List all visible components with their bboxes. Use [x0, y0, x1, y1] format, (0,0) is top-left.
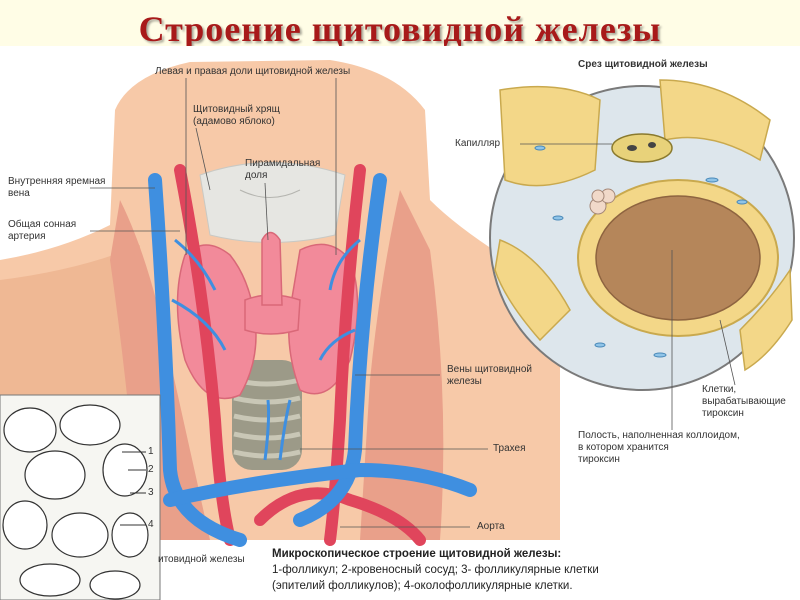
colloid-follicle: [577, 179, 779, 337]
pyramidal-lobe: [261, 231, 283, 306]
label-pyramidal-line1: Пирамидальная: [245, 158, 321, 169]
label-aorta: Аорта: [477, 521, 505, 532]
label-colloid-line1: Полость, наполненная коллоидом,: [578, 430, 740, 441]
veins: [148, 173, 477, 547]
label-veins-line2: железы: [447, 376, 482, 387]
micro-label-4: 4: [148, 519, 154, 530]
neck-muscle-right: [360, 190, 444, 540]
label-carotid-line2: артерия: [8, 231, 46, 242]
label-section-title: Срез щитовидной железы: [578, 59, 708, 70]
caption-line-2: (эпителий фолликулов); 4-околофолликуляр…: [272, 580, 573, 592]
leader-lines: [90, 78, 736, 528]
label-lobes: Левая и правая доли щитовидной железы: [155, 66, 351, 77]
capillary-vessel: [611, 133, 673, 163]
label-artery-partial: итовидной железы: [158, 554, 245, 565]
label-capillary: Капилляр: [455, 138, 501, 149]
micrograph-inset: [0, 394, 161, 600]
label-veins-line1: Вены щитовидной: [447, 364, 532, 375]
section-circle: [489, 79, 795, 391]
label-jugular-line2: вена: [8, 188, 30, 199]
label-cells-line1: Клетки,: [702, 384, 737, 395]
micro-label-1: 1: [148, 446, 154, 457]
label-carotid-line1: Общая сонная: [8, 219, 77, 230]
label-cartilage-line2: (адамово яблоко): [193, 116, 275, 127]
thyroid-cartilage: [199, 162, 346, 243]
label-pyramidal-line2: доля: [245, 170, 268, 181]
caption-heading: Микроскопическое строение щитовидной жел…: [272, 548, 562, 560]
label-jugular-line1: Внутренняя яремная: [8, 176, 106, 187]
thyroid-vein-branches: [171, 238, 361, 461]
label-cells-line2: вырабатывающие: [702, 396, 786, 407]
label-cells-line3: тироксин: [702, 408, 744, 419]
page-title: Строение щитовидной железы: [138, 9, 662, 49]
label-colloid-line2: в котором хранится: [578, 442, 669, 453]
caption-line-1: 1-фолликул; 2-кровеносный сосуд; 3- фолл…: [272, 564, 599, 576]
parafollicular-cells: [589, 188, 616, 215]
label-cartilage-line1: Щитовидный хрящ: [193, 104, 280, 115]
micro-label-3: 3: [148, 487, 154, 498]
micro-label-2: 2: [148, 464, 154, 475]
label-trachea: Трахея: [493, 443, 526, 454]
caption: Микроскопическое строение щитовидной жел…: [272, 546, 599, 594]
cartilage-notch: [239, 189, 301, 198]
label-colloid-line3: тироксин: [578, 454, 620, 465]
